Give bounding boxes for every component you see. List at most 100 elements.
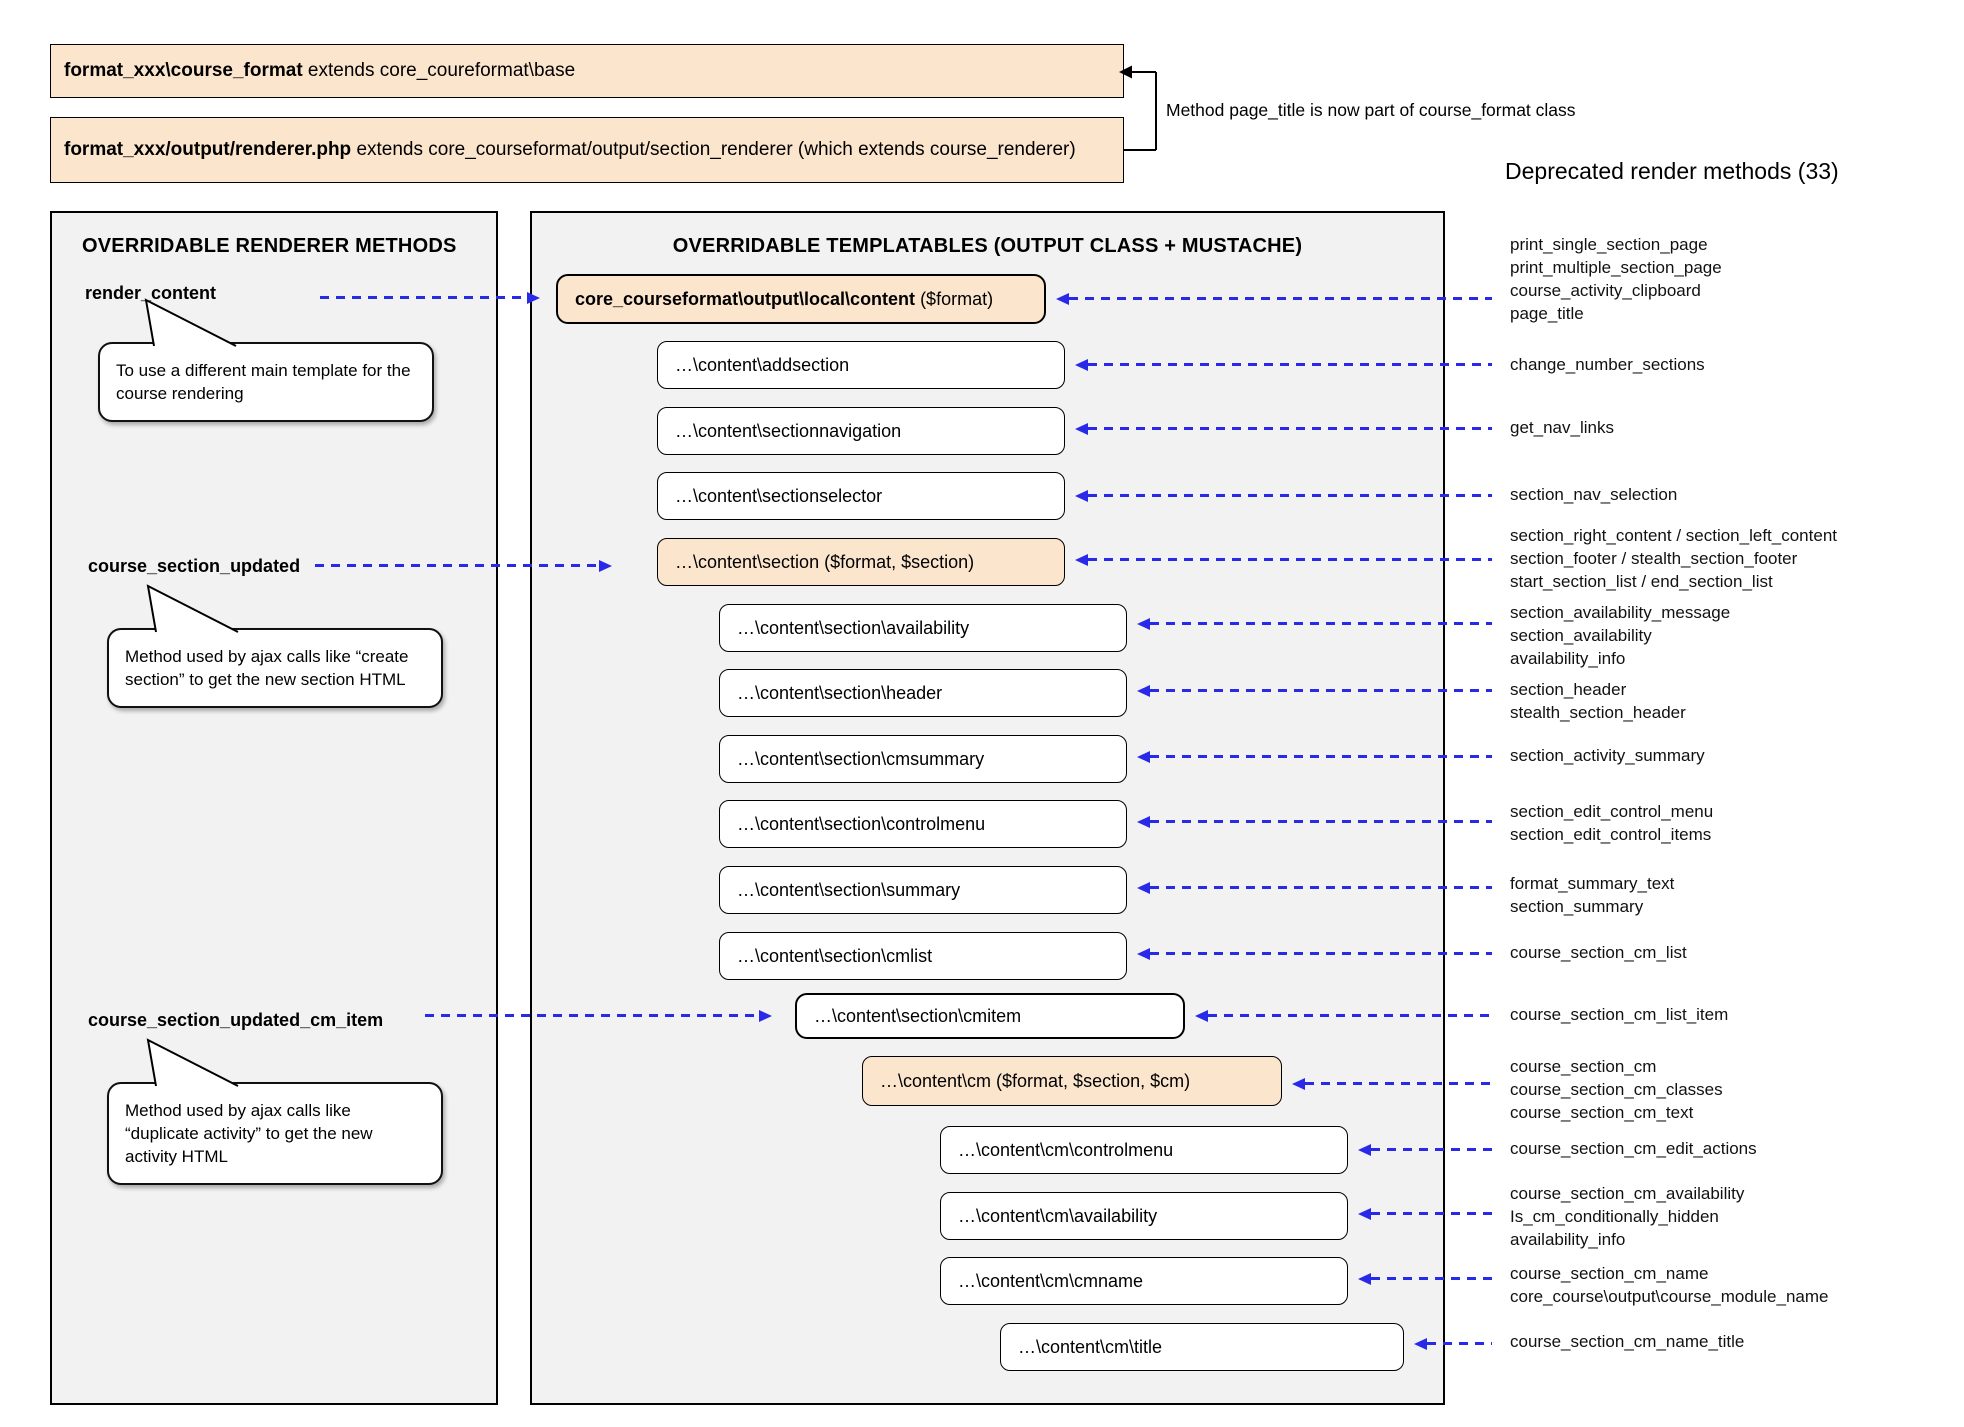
templatable-section-cmlist: …\content\section\cmlist: [719, 932, 1127, 980]
deprecated-group-11: course_section_cm_list: [1510, 941, 1687, 964]
speech-bubble-tail: [146, 584, 239, 633]
dashed-arrow-course-section-updated: [315, 559, 612, 572]
speech-bubble-tail: [144, 298, 237, 347]
deprecated-method: format_summary_text: [1510, 874, 1675, 893]
arrowhead-icon: [1137, 947, 1150, 960]
deprecated-method: availability_info: [1510, 1230, 1626, 1249]
arrowhead-icon: [1195, 1009, 1208, 1022]
templatable-section-summary: …\content\section\summary: [719, 866, 1127, 914]
deprecated-method: section_edit_control_items: [1510, 825, 1712, 844]
class-box-renderer: format_xxx/output/renderer.php extends c…: [50, 117, 1124, 183]
templatables-panel-title: OVERRIDABLE TEMPLATABLES (OUTPUT CLASS +…: [672, 235, 1303, 257]
dashed-arrow-deprecated-7: [1137, 684, 1492, 697]
templatable-cm-availability: …\content\cm\availability: [940, 1192, 1348, 1240]
dashed-arrow-deprecated-5: [1075, 553, 1492, 566]
arrowhead-icon: [1414, 1337, 1427, 1350]
templatable-section-controlmenu: …\content\section\controlmenu: [719, 800, 1127, 848]
bracket-connector-icon: [1119, 65, 1157, 151]
dashed-arrow-deprecated-1: [1056, 292, 1492, 305]
class-name: format_xxx\course_format: [64, 59, 303, 81]
arrowhead-icon: [1075, 358, 1088, 371]
dashed-arrow-render-content: [320, 291, 540, 304]
templatable-section: …\content\section ($format, $section): [657, 538, 1065, 586]
deprecated-method: section_availability_message: [1510, 603, 1731, 622]
renderer-methods-panel-title: OVERRIDABLE RENDERER METHODS: [82, 235, 457, 257]
arrowhead-icon: [1137, 684, 1150, 697]
deprecated-method: change_number_sections: [1510, 355, 1705, 374]
method-label-course-section-updated-cm-item: course_section_updated_cm_item: [88, 1010, 384, 1030]
deprecated-method: course_activity_clipboard: [1510, 281, 1701, 300]
dashed-arrow-deprecated-3: [1075, 422, 1492, 435]
deprecated-group-7: section_header stealth_section_header: [1510, 678, 1686, 724]
deprecated-group-6: section_availability_message section_ava…: [1510, 601, 1730, 670]
dashed-arrow-deprecated-17: [1414, 1337, 1492, 1350]
dashed-arrow-deprecated-2: [1075, 358, 1492, 371]
arrowhead-icon: [1292, 1077, 1305, 1090]
deprecated-method: core_course\output\course_module_name: [1510, 1287, 1829, 1306]
arrowhead-icon: [1137, 750, 1150, 763]
arrowhead-icon: [1137, 881, 1150, 894]
templatable-cm-title: …\content\cm\title: [1000, 1323, 1404, 1371]
templatable-content: core_courseformat\output\local\content (…: [556, 274, 1046, 324]
method-label-render-content: render_content: [85, 283, 217, 303]
arrowhead-icon: [599, 559, 612, 572]
class-extends: extends core_courseformat/output/section…: [351, 138, 1076, 160]
deprecated-group-3: get_nav_links: [1510, 416, 1614, 439]
deprecated-group-15: course_section_cm_availability Is_cm_con…: [1510, 1182, 1744, 1251]
deprecated-method: course_section_cm_name_title: [1510, 1332, 1745, 1351]
deprecated-group-14: course_section_cm_edit_actions: [1510, 1137, 1757, 1160]
dashed-arrow-deprecated-6: [1137, 617, 1492, 630]
dashed-arrow-deprecated-10: [1137, 881, 1492, 894]
templatable-section-availability: …\content\section\availability: [719, 604, 1127, 652]
deprecated-group-1: print_single_section_page print_multiple…: [1510, 233, 1722, 325]
templatable-cm: …\content\cm ($format, $section, $cm): [862, 1056, 1282, 1106]
arrowhead-icon: [1358, 1143, 1371, 1156]
arrowhead-icon: [1137, 815, 1150, 828]
deprecated-method: course_section_cm: [1510, 1057, 1657, 1076]
arrowhead-icon: [1056, 292, 1069, 305]
deprecated-method: availability_info: [1510, 649, 1626, 668]
deprecated-method: section_footer / stealth_section_footer: [1510, 549, 1798, 568]
dashed-arrow-deprecated-14: [1358, 1143, 1492, 1156]
deprecated-method: section_edit_control_menu: [1510, 802, 1714, 821]
templatable-cm-cmname: …\content\cm\cmname: [940, 1257, 1348, 1305]
deprecated-method: course_section_cm_text: [1510, 1103, 1694, 1122]
templatable-class: core_courseformat\output\local\content: [575, 288, 916, 309]
deprecated-method: section_right_content / section_left_con…: [1510, 526, 1837, 545]
arrowhead-icon: [1358, 1272, 1371, 1285]
class-box-renderer-text: format_xxx/output/renderer.php extends c…: [64, 137, 1076, 164]
arrowhead-icon: [759, 1009, 772, 1022]
templatable-section-header: …\content\section\header: [719, 669, 1127, 717]
deprecated-method: section_activity_summary: [1510, 746, 1705, 765]
speech-bubble-tail: [146, 1038, 239, 1087]
arrowhead-icon: [1075, 422, 1088, 435]
deprecated-method: page_title: [1510, 304, 1584, 323]
deprecated-method: stealth_section_header: [1510, 703, 1686, 722]
deprecated-group-2: change_number_sections: [1510, 353, 1705, 376]
templatable-addsection: …\content\addsection: [657, 341, 1065, 389]
deprecated-method: course_section_cm_list: [1510, 943, 1687, 962]
deprecated-method: course_section_cm_edit_actions: [1510, 1139, 1757, 1158]
deprecated-method: print_multiple_section_page: [1510, 258, 1722, 277]
templatable-section-cmitem: …\content\section\cmitem: [795, 993, 1185, 1039]
deprecated-group-17: course_section_cm_name_title: [1510, 1330, 1744, 1353]
deprecated-group-5: section_right_content / section_left_con…: [1510, 524, 1837, 593]
deprecated-method: course_section_cm_availability: [1510, 1184, 1745, 1203]
page-title-note: Method page_title is now part of course_…: [1166, 100, 1576, 120]
templatable-content-text: core_courseformat\output\local\content (…: [575, 289, 993, 310]
arrowhead-icon: [527, 291, 540, 304]
class-box-course-format-text: format_xxx\course_format extends core_co…: [64, 58, 575, 85]
class-box-course-format: format_xxx\course_format extends core_co…: [50, 44, 1124, 98]
deprecated-method: Is_cm_conditionally_hidden: [1510, 1207, 1719, 1226]
dashed-arrow-deprecated-16: [1358, 1272, 1492, 1285]
deprecated-method: section_summary: [1510, 897, 1644, 916]
dashed-arrow-deprecated-8: [1137, 750, 1492, 763]
speech-bubble-render-content: To use a different main template for the…: [98, 342, 434, 422]
templatable-cm-controlmenu: …\content\cm\controlmenu: [940, 1126, 1348, 1174]
templatable-section-cmsummary: …\content\section\cmsummary: [719, 735, 1127, 783]
templatable-args: ($format): [915, 288, 994, 309]
deprecated-group-4: section_nav_selection: [1510, 483, 1677, 506]
arrowhead-icon: [1137, 617, 1150, 630]
templatable-sectionselector: …\content\sectionselector: [657, 472, 1065, 520]
